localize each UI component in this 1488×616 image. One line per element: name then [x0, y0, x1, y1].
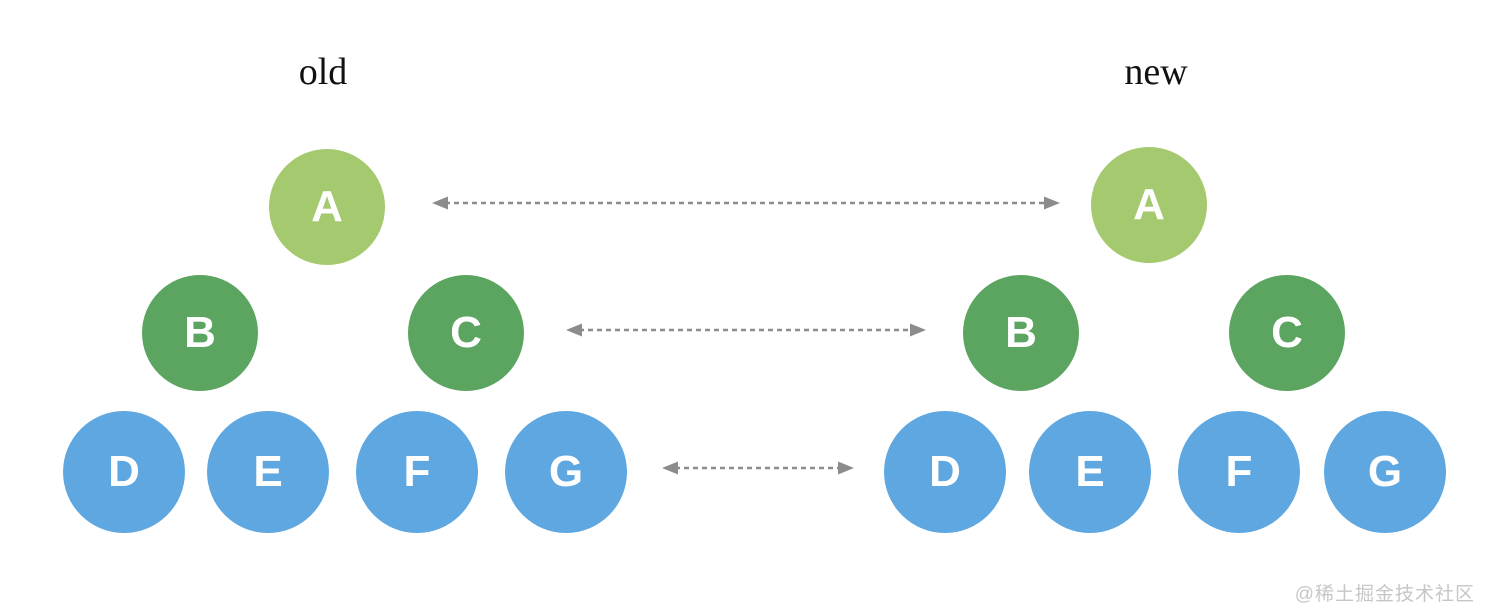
- new-tree-title: new: [1124, 51, 1188, 93]
- leaf-level-compare-arrow-icon: [662, 461, 854, 475]
- new-tree-node-d: D: [884, 411, 1006, 533]
- root-level-compare-arrow-icon: [432, 196, 1060, 210]
- old-tree-title: old: [298, 51, 348, 93]
- old-tree-node-e: E: [207, 411, 329, 533]
- old-tree-node-a: A: [269, 149, 385, 265]
- old-tree-node-f: F: [356, 411, 478, 533]
- old-tree-node-d: D: [63, 411, 185, 533]
- watermark-text: @稀土掘金技术社区: [1294, 584, 1475, 605]
- old-tree-node-b: B: [142, 275, 258, 391]
- new-tree-node-b: B: [963, 275, 1079, 391]
- branch-level-compare-arrow-icon: [566, 323, 926, 337]
- old-tree-node-c: C: [408, 275, 524, 391]
- new-tree-node-e: E: [1029, 411, 1151, 533]
- old-tree-node-g: G: [505, 411, 627, 533]
- new-tree-node-g: G: [1324, 411, 1446, 533]
- new-tree-node-c: C: [1229, 275, 1345, 391]
- new-tree-node-a: A: [1091, 147, 1207, 263]
- new-tree-node-f: F: [1178, 411, 1300, 533]
